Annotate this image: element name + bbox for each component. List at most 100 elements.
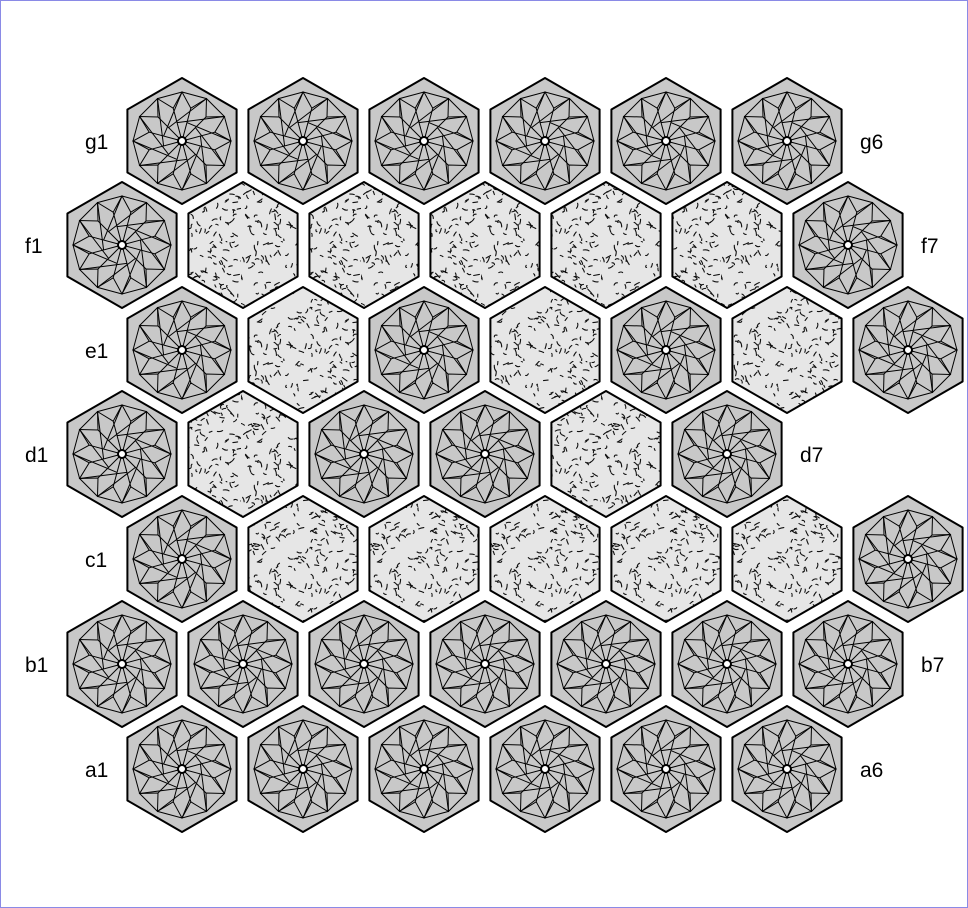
hex-cell-e3[interactable] (368, 286, 480, 414)
row-label-left: g1 (85, 131, 108, 154)
rosette-icon (373, 90, 475, 192)
hexagon-icon (550, 390, 662, 518)
rosette-icon (313, 403, 415, 505)
hexagon-icon (489, 495, 601, 623)
hex-cell-d5[interactable] (550, 390, 662, 518)
hex-cell-b3[interactable] (308, 600, 420, 728)
hex-cell-b1[interactable] (66, 600, 178, 728)
rosette-icon (615, 718, 717, 820)
hex-cell-e5[interactable] (610, 286, 722, 414)
row-label-left: e1 (85, 340, 108, 363)
hex-cell-f3[interactable] (308, 181, 420, 309)
hexagon-icon (308, 181, 420, 309)
hex-cell-f6[interactable] (671, 181, 783, 309)
rosette-icon (857, 299, 959, 401)
rosette-icon (71, 403, 173, 505)
hex-cell-e4[interactable] (489, 286, 601, 414)
rosette-icon (615, 90, 717, 192)
rosette-icon (676, 403, 778, 505)
hex-cell-b4[interactable] (429, 600, 541, 728)
hex-cell-c2[interactable] (247, 495, 359, 623)
rosette-icon (131, 90, 233, 192)
rosette-icon (494, 90, 596, 192)
row-label-left: d1 (25, 444, 48, 467)
hex-cell-a2[interactable] (247, 705, 359, 833)
row-label-left: b1 (25, 654, 48, 677)
hexagon-icon (550, 181, 662, 309)
hex-cell-a3[interactable] (368, 705, 480, 833)
hexagon-icon (247, 286, 359, 414)
hexagon-icon (187, 181, 299, 309)
hex-cell-c1[interactable] (126, 495, 238, 623)
hex-cell-c3[interactable] (368, 495, 480, 623)
hex-cell-b7[interactable] (792, 600, 904, 728)
hex-cell-e1[interactable] (126, 286, 238, 414)
hex-cell-g2[interactable] (247, 77, 359, 205)
rosette-icon (857, 508, 959, 610)
hexagon-icon (187, 390, 299, 518)
hex-cell-f2[interactable] (187, 181, 299, 309)
rosette-icon (131, 718, 233, 820)
hex-cell-c4[interactable] (489, 495, 601, 623)
hex-cell-a4[interactable] (489, 705, 601, 833)
hex-cell-f5[interactable] (550, 181, 662, 309)
hex-cell-e6[interactable] (731, 286, 843, 414)
hexagon-icon (247, 495, 359, 623)
hex-cell-a1[interactable] (126, 705, 238, 833)
row-label-left: c1 (85, 549, 107, 572)
hexagon-icon (368, 495, 480, 623)
hexagon-icon (731, 286, 843, 414)
hexagon-icon (429, 181, 541, 309)
rosette-icon (615, 299, 717, 401)
rosette-icon (373, 299, 475, 401)
hex-cell-g4[interactable] (489, 77, 601, 205)
rosette-icon (555, 613, 657, 715)
hexagon-icon (489, 286, 601, 414)
hex-cell-c5[interactable] (610, 495, 722, 623)
hex-cell-g5[interactable] (610, 77, 722, 205)
hex-cell-b5[interactable] (550, 600, 662, 728)
hex-cell-b2[interactable] (187, 600, 299, 728)
row-label-left: a1 (85, 759, 108, 782)
hex-cell-c6[interactable] (731, 495, 843, 623)
rosette-icon (676, 613, 778, 715)
hex-cell-d2[interactable] (187, 390, 299, 518)
hex-cell-f1[interactable] (66, 181, 178, 309)
rosette-icon (434, 403, 536, 505)
hex-cell-e2[interactable] (247, 286, 359, 414)
hex-cell-c7[interactable] (852, 495, 964, 623)
row-label-right: f7 (921, 235, 939, 258)
rosette-icon (797, 194, 899, 296)
hex-cell-g6[interactable] (731, 77, 843, 205)
row-label-right: a6 (860, 759, 883, 782)
hex-cell-e7[interactable] (852, 286, 964, 414)
hexagon-icon (610, 495, 722, 623)
rosette-icon (736, 718, 838, 820)
rosette-icon (434, 613, 536, 715)
hexagon-icon (671, 181, 783, 309)
hex-cell-a6[interactable] (731, 705, 843, 833)
hex-cell-d3[interactable] (308, 390, 420, 518)
hex-cell-d1[interactable] (66, 390, 178, 518)
hex-cell-g3[interactable] (368, 77, 480, 205)
rosette-icon (131, 508, 233, 610)
rosette-icon (131, 299, 233, 401)
rosette-icon (494, 718, 596, 820)
hex-cell-a5[interactable] (610, 705, 722, 833)
hex-cell-f7[interactable] (792, 181, 904, 309)
hex-cell-g1[interactable] (126, 77, 238, 205)
rosette-icon (192, 613, 294, 715)
rosette-icon (736, 90, 838, 192)
hexagon-icon (731, 495, 843, 623)
row-label-right: b7 (921, 654, 944, 677)
hex-cell-b6[interactable] (671, 600, 783, 728)
hex-cell-d6[interactable] (671, 390, 783, 518)
hex-cell-f4[interactable] (429, 181, 541, 309)
row-label-left: f1 (25, 235, 43, 258)
rosette-icon (313, 613, 415, 715)
rosette-icon (252, 718, 354, 820)
hex-cell-d4[interactable] (429, 390, 541, 518)
rosette-icon (797, 613, 899, 715)
row-label-right: g6 (860, 131, 883, 154)
